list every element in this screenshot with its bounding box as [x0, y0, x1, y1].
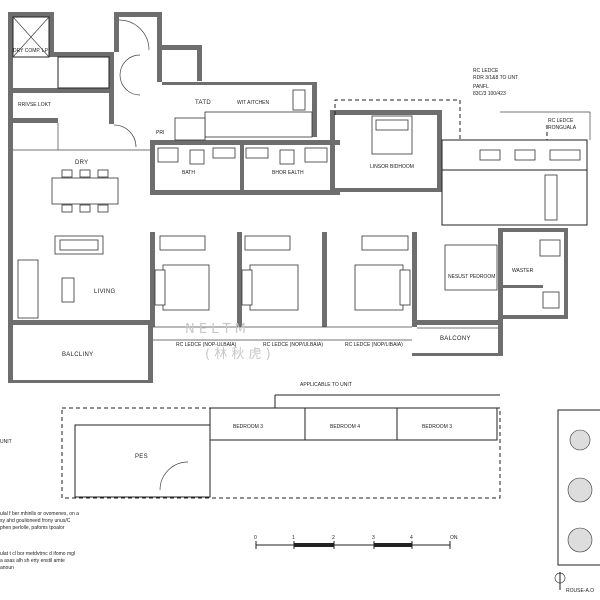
ledge-1-label: RC LEDCE (NOP-ULBAIA) — [176, 342, 237, 348]
alt-layout — [61, 394, 501, 499]
scale-bar — [255, 541, 451, 549]
scale-tick-1: 1 — [292, 535, 295, 541]
bthor-bath-label: BHOR EALTH — [272, 170, 304, 176]
living-label: LIVING — [94, 289, 116, 295]
note-line-1: ulal f ber mhinlls or ovomenes, on a — [0, 511, 79, 517]
ledge-3-label: RC LEDCE (NOP/LIBAIA) — [345, 342, 403, 348]
bedroom-3b-label: BEDROOM 3 — [422, 424, 452, 430]
scale-tick-4: 4 — [410, 535, 413, 541]
scale-tick-3: 3 — [372, 535, 375, 541]
keyplan-label: ROUSE-A.O — [566, 588, 594, 594]
yard-label: TATD — [195, 100, 211, 106]
note-line-6: anoun — [0, 565, 14, 571]
bath-label: BATH — [182, 170, 195, 176]
scale-tick-0: 0 — [254, 535, 257, 541]
scale-tick-2: 2 — [332, 535, 335, 541]
rc-ledge-top-sub: RDR 3/1&8 TO UNT — [473, 75, 518, 81]
labels: DRY COMP. LP RRIVSE LOKT DRY TATD WIT AI… — [0, 48, 594, 594]
note-line-2: sy ahd goulioneed frony unus/C — [0, 518, 71, 524]
note-line-5: a asas alh sh erty enstil amte — [0, 558, 65, 564]
bedroom-4-label: BEDROOM 4 — [330, 424, 360, 430]
unit-left-label: UNIT — [0, 439, 12, 445]
key-plan — [554, 409, 600, 590]
washer-label: WASTER — [512, 268, 534, 274]
furniture — [17, 115, 581, 319]
balcony-left-label: BALCLINY — [62, 352, 93, 358]
rc-ledge-top-label: RC LEDCE — [473, 68, 499, 74]
watermark-chinese: ( 林 秋 虎 ) — [205, 347, 271, 362]
balcony-right-label: BALCONY — [440, 336, 471, 342]
note-line-4: ulat t cl bor metdvtrnc d ifomo mgl — [0, 551, 75, 557]
pes-label: PES — [135, 454, 148, 460]
master-bedroom-label: LINSOR BIDHOOM — [370, 164, 414, 170]
panel-code: 83C/3 100/423 — [473, 91, 506, 97]
pri-label: PRI — [156, 130, 164, 136]
watermark-latin: N E L T M — [185, 322, 246, 337]
dry-comp-label: DRY COMP. LP — [13, 48, 49, 54]
private-lift-label: RRIVSE LOKT — [18, 102, 51, 108]
outer-walls — [8, 12, 568, 383]
scale-unit: ON — [450, 535, 458, 541]
ledge-2-label: RC LEDCE (NOP/ULBAIA) — [263, 342, 323, 348]
wet-kitchen-label: WIT AITCHEN — [237, 100, 270, 106]
rc-ledge-right-label: RC LEDCE — [548, 118, 574, 124]
note-line-3: phen perlolle, pafoms tpoalor — [0, 525, 65, 531]
bedroom-3a-label: BEDROOM 3 — [233, 424, 263, 430]
panel-note: PANFL — [473, 84, 489, 90]
interior-lines — [12, 16, 591, 341]
dry-label: DRY — [75, 160, 88, 166]
rc-ledge-right-sub: RONGUALA — [548, 125, 577, 131]
junior-bedroom-label: NESUST PEDROOM — [448, 274, 495, 280]
applicable-label: APPLICABLE TO UNIT — [300, 382, 352, 388]
